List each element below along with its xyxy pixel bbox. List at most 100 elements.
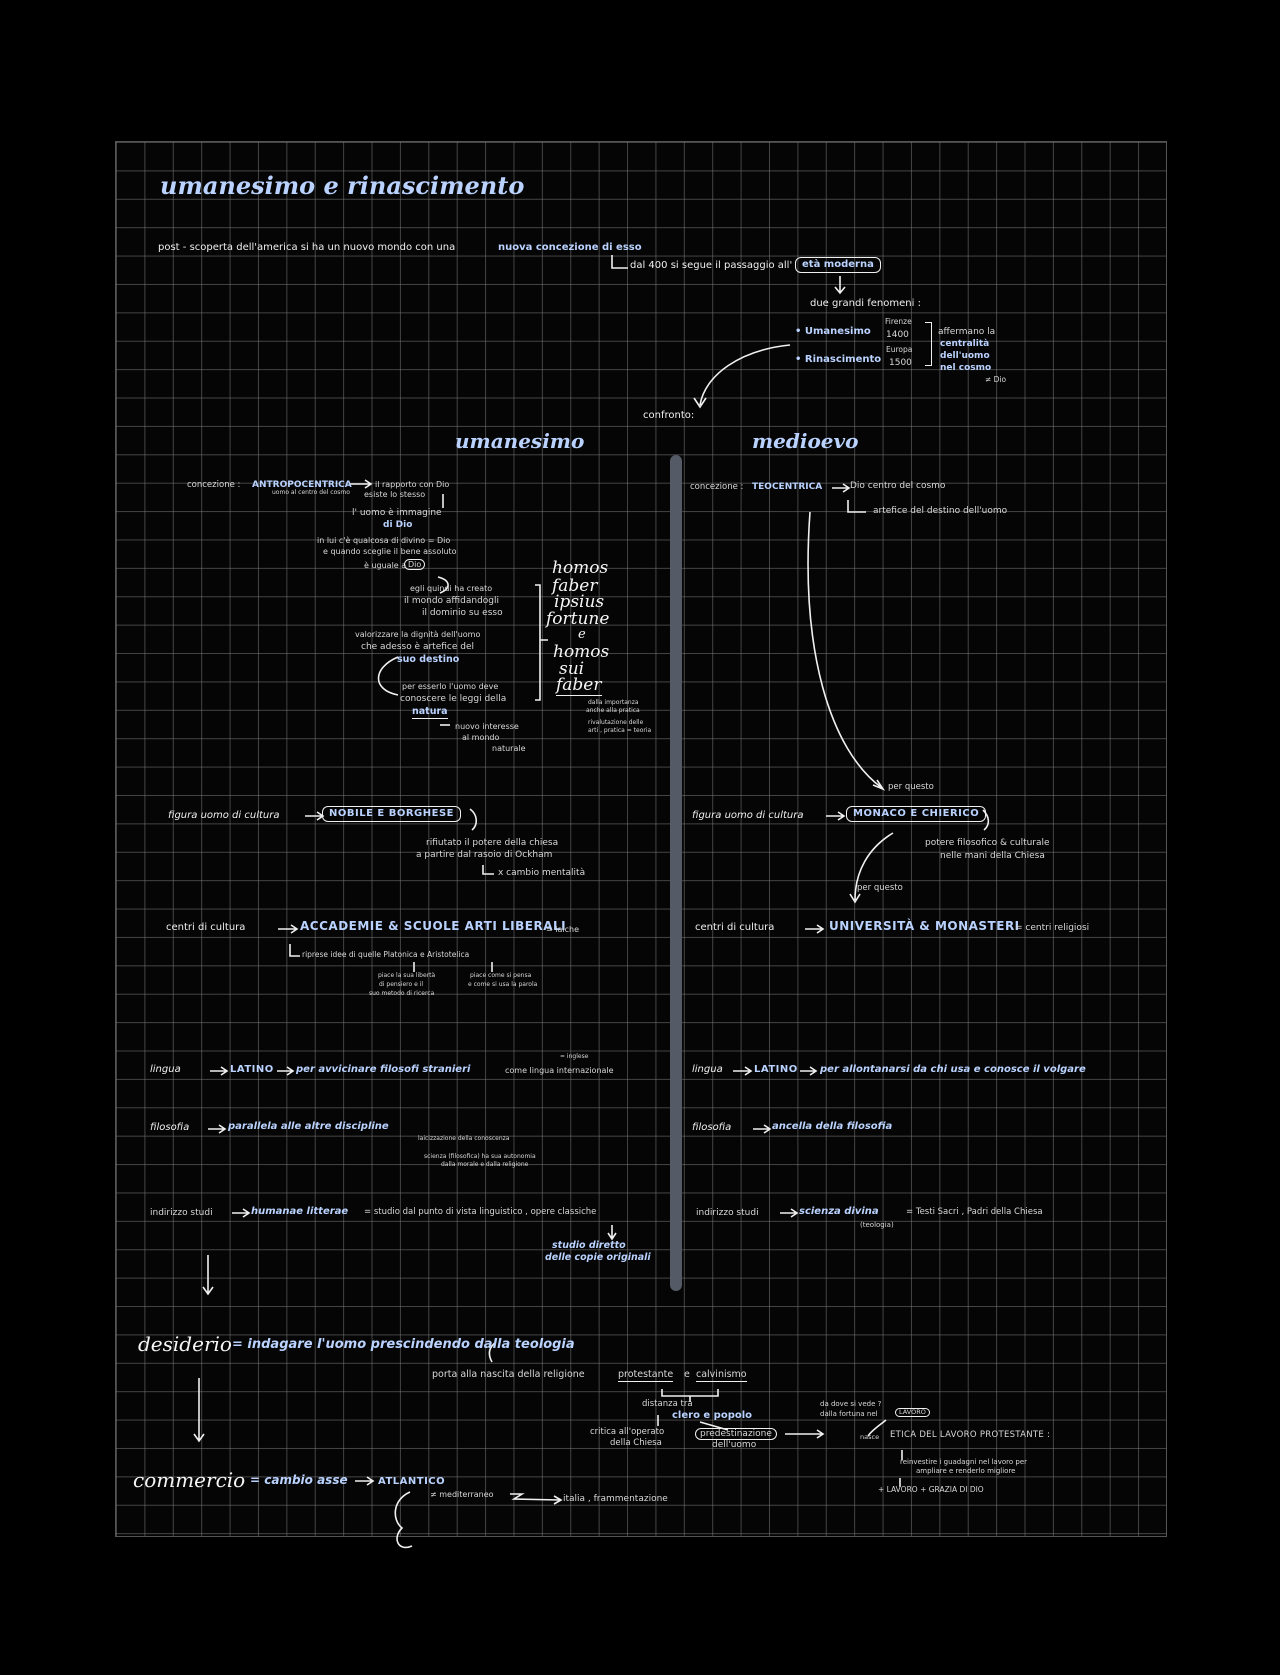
left-creato3: il dominio su esso [422,608,503,618]
umanesimo-year: 1400 [886,330,909,340]
latin-4: fortune [546,609,610,629]
nasce: nasce [860,1433,880,1441]
left-interesse2: al mondo [462,733,500,742]
umanesimo-item: • Umanesimo [795,326,871,337]
reinvest-1: reinvestire i guadagni nel lavoro per [900,1458,1028,1466]
left-rifiuto3: x cambio mentalità [498,868,586,878]
latin-1: homos [552,558,609,578]
grid-paper [115,141,1167,1537]
right-potere2: nelle mani della Chiesa [940,851,1045,861]
left-centri-value: ACCADEMIE & SCUOLE ARTI LIBERALI [300,919,567,933]
right-concezione-value: TEOCENTRICA [752,482,823,492]
left-filosofia-label: filosofia [150,1122,190,1133]
left-immagine1: l' uomo è immagine [352,508,442,518]
left-studi-value: humanae litterae [251,1206,349,1217]
reinvest-2: ampliare e renderlo migliore [916,1467,1016,1475]
critica-1: critica all'operato [590,1427,665,1437]
latin-6: homos [553,642,610,662]
left-studio-1: studio diretto [552,1240,626,1251]
pratica-2: anche alla pratica [586,707,640,714]
right-studi-note: (teologia) [860,1221,894,1229]
right-artefice: artefice del destino dell'uomo [873,506,1008,516]
left-leggi1: per esserlo l'uomo deve [402,682,499,691]
right-studi-label: indirizzo studi [696,1208,759,1218]
left-creato2: il mondo affidandogli [404,596,500,606]
left-immagine2: di Dio [383,520,413,530]
clero-popolo: clero e popolo [672,1410,753,1421]
piu-lavoro: + LAVORO + GRAZIA DI DIO [878,1485,984,1494]
affirm-2: centralità [940,339,990,349]
right-figura-value: MONACO E CHIERICO [846,806,987,822]
left-filosofia-note3: dalla morale e dalla religione [441,1161,529,1168]
left-interesse3: naturale [492,744,526,753]
rinascimento-place: Europa [886,345,913,354]
right-filosofia-label: filosofia [692,1122,732,1133]
aristotele-2: e come si usa la parola [468,981,538,988]
left-rapporto: il rapporto con Dio [375,480,450,489]
left-filosofia-note1: laicizzazione della conoscenza [418,1135,510,1142]
distanza-text: distanza tra [642,1399,693,1409]
right-header: medioevo [752,429,859,453]
desiderio-text: = indagare l'uomo prescindendo dalla teo… [232,1337,575,1352]
left-filosofia-note2: scienza (filosofica) ha sua autonomia [424,1153,536,1160]
right-filosofia-value: ancella della filosofia [772,1121,893,1132]
left-leggi2: conoscere le leggi della [400,694,507,704]
critica-2: della Chiesa [610,1438,662,1448]
intro-eta-moderna: età moderna [795,257,881,273]
aristotele-1: piace come si pensa [470,972,532,979]
left-rifiuto1: rifiutato il potere della chiesa [426,838,559,848]
right-studi-text: = Testi Sacri , Padri della Chiesa [906,1207,1043,1217]
porta-text: porta alla nascita della religione [432,1369,585,1380]
rinascimento-year: 1500 [889,358,912,368]
latin-3: ipsius [554,592,605,612]
left-filosofia-value: parallela alle altre discipline [228,1121,389,1132]
right-potere1: potere filosofico & culturale [925,838,1050,848]
da-dove-2: dalla fortuna nel [820,1410,878,1418]
right-centri-value: UNIVERSITÀ & MONASTERI [829,919,1020,933]
two-phenomena: due grandi fenomeni : [810,298,921,309]
left-studio-2: delle copie originali [545,1252,651,1263]
not-god: ≠ Dio [985,375,1007,384]
left-centri-note: = laiche [546,925,579,934]
right-centri-note: = centri religiosi [1015,923,1090,933]
platone-3: suo metodo di ricerca [369,990,435,997]
pratica-1: dalla importanza [588,699,639,706]
right-lingua-label: lingua [692,1064,723,1075]
intro-line1b: nuova concezione di esso [498,242,642,253]
right-concezione-label: concezione : [690,482,744,492]
left-divino1: in lui c'è qualcosa di divino = Dio [317,536,451,545]
affirm-1: affermano la [938,327,996,337]
pratica-3: rivalutazione delle [588,719,644,726]
latin-7: sui [559,659,585,679]
divider-bar [670,455,682,1291]
right-per-questo2: per questo [857,883,903,893]
left-lingua-text: per avvicinare filosofi stranieri [296,1064,471,1075]
right-dio-centro: Dio centro del cosmo [850,481,946,491]
left-uomo-centro: uomo al centro del cosmo [272,489,350,496]
left-leggi3: natura [412,706,448,719]
rinascimento-item: • Rinascimento [795,354,882,365]
left-lingua-text2: come lingua internazionale [505,1066,614,1075]
left-figura-value: NOBILE E BORGHESE [322,806,461,822]
right-lingua-value: LATINO [754,1064,798,1075]
atlantico: ATLANTICO [378,1476,446,1487]
right-figura-label: figura uomo di cultura [692,810,804,821]
platone-2: di pensiero e il [379,981,424,988]
intro-line2a: dal 400 si segue il passaggio all' [630,260,793,271]
left-header: umanesimo [455,429,585,453]
umanesimo-place: Firenze [885,317,912,326]
left-interesse1: nuovo interesse [455,722,519,731]
affirm-3: dell'uomo [940,351,990,361]
latin-5: e [578,627,586,642]
left-divino3: è uguale a [364,561,407,570]
left-valorizzare3: suo destino [397,654,460,665]
predest-2: dell'uomo [712,1440,757,1450]
platone-1: piace la sua libertà [378,972,436,979]
left-creato1: egli quindi ha creato [410,584,493,593]
left-lingua-value: LATINO [230,1064,274,1075]
left-centri-label: centri di cultura [166,922,246,933]
left-rapporto2: esiste lo stesso [364,490,426,499]
lavoro-circle: LAVORO [895,1408,930,1418]
left-lingua-note: = inglese [560,1053,589,1060]
conj-e: e [684,1369,690,1380]
